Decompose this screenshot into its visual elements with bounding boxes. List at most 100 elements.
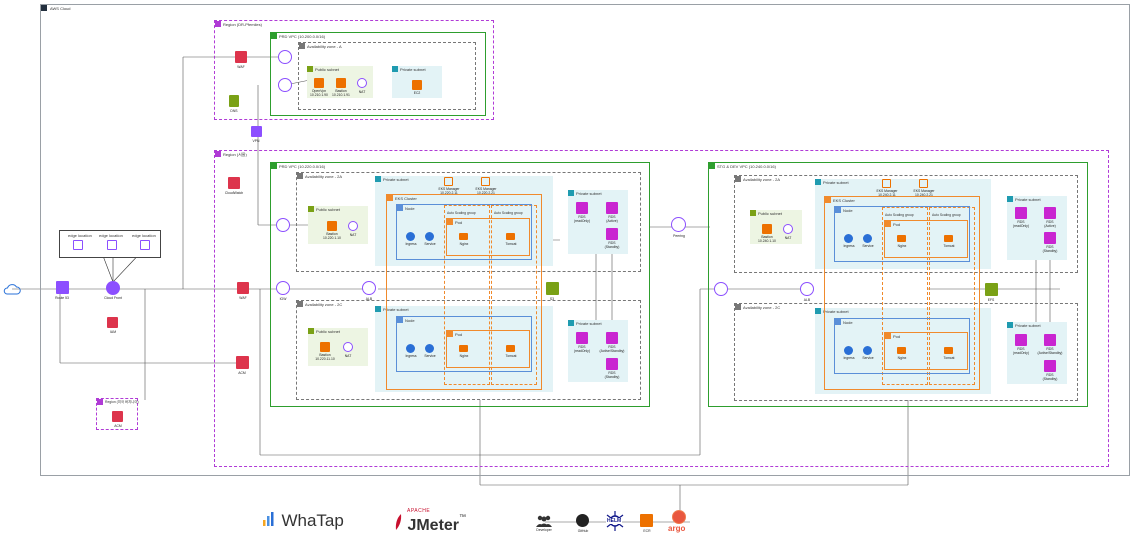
- nginx-prd-a-icon: [459, 233, 468, 240]
- argo-icon: [672, 510, 686, 524]
- rds-readonly-stg-a-label: RDS (readOnly): [1012, 220, 1030, 228]
- tomcat-stg-c-icon: [944, 347, 953, 354]
- az-stg-c-title: Availability zone - 2C: [743, 305, 781, 310]
- rds-readonly-stg-c-label: RDS (readOnly): [1012, 347, 1030, 355]
- cloudwatch-label: CloudWatch: [224, 191, 244, 195]
- db-subnet-prd-a-title: Private subnet: [576, 191, 602, 196]
- az-prd-a-icon: [297, 173, 303, 179]
- service-prd-c-label: Service: [424, 354, 436, 358]
- private-subnet-dr-title: Private subnet: [400, 67, 426, 72]
- public-subnet-stg-icon: [750, 210, 756, 216]
- node-prd-c-icon: [397, 317, 403, 323]
- db-subnet-stg-a-icon: [1007, 196, 1013, 202]
- db-subnet-stg-a-title: Private subnet: [1015, 197, 1041, 202]
- bastion-prd-a-label: Bastion 10.220.1.10: [323, 232, 341, 240]
- whatap-text: WhaTap: [281, 511, 344, 530]
- az-prd-c: Availability zone - 2C: [296, 300, 641, 400]
- nginx-prd-a-label: Nginx: [459, 242, 469, 246]
- nginx-stg-c-icon: [897, 347, 906, 354]
- asg-stg-1: Auto Scaling group: [882, 207, 928, 385]
- jmeter-text: JMeter: [407, 517, 460, 534]
- edge-location-1-label: edge location: [68, 233, 92, 238]
- vpn-gateway-icon: [278, 78, 292, 92]
- az-dr-title: Availability zone - A: [307, 44, 342, 49]
- service-stg-a-icon: [863, 234, 872, 243]
- eks-cluster-stg-title: EKS Cluster: [833, 198, 855, 203]
- rds-readonly-prd-c-icon: [576, 332, 588, 344]
- aws-cloud-icon: [41, 5, 47, 11]
- waf-seoul-label: WAF: [239, 296, 247, 300]
- region-seoul-flag-icon: [215, 151, 221, 157]
- pod-stg-c-icon: [885, 333, 891, 339]
- az-dr-icon: [299, 43, 305, 49]
- pod-stg-c-title: Pod: [893, 334, 901, 339]
- rds-standby-prd-icon: [606, 228, 618, 240]
- asg-prd-2: Auto Scaling group: [491, 205, 537, 385]
- s3-label: S3: [549, 297, 555, 301]
- private-subnet-prd-a-title: Private subnet: [383, 177, 409, 182]
- az-dr: Availability zone - A: [298, 42, 476, 110]
- aws-cloud-title: AWS Cloud: [50, 6, 71, 11]
- az-prd-a-title: Availability zone - 2A: [305, 174, 343, 179]
- github-icon: [576, 514, 589, 527]
- private-subnet-stg-a-icon: [815, 179, 821, 185]
- db-subnet-prd-c: Private subnet: [568, 320, 628, 382]
- asg-stg-2-title: Auto Scaling group: [932, 213, 961, 217]
- bastion-prd-a-icon: [327, 221, 337, 231]
- nat-prd-a-icon: [348, 221, 358, 231]
- vpc-stg: STG & DEV VPC (10.240.0.0/16): [708, 162, 1088, 407]
- private-subnet-prd-c-icon: [375, 306, 381, 312]
- region-seoul: Region (서울): [214, 150, 1109, 467]
- pod-prd-c-icon: [447, 331, 453, 337]
- db-subnet-stg-c-icon: [1007, 322, 1013, 328]
- rds-readonly-stg-a-icon: [1015, 207, 1027, 219]
- rds-active-standby-prd-icon: [606, 332, 618, 344]
- vpc-dr-icon: [271, 33, 277, 39]
- helm-text: HELM: [606, 518, 623, 524]
- service-prd-a-icon: [425, 232, 434, 241]
- edge-location-3-label: edge location: [132, 233, 156, 238]
- bastion-stg-label: Bastion 10.240.1.10: [758, 235, 776, 243]
- az-stg-c: Availability zone - 2C: [734, 303, 1078, 401]
- jmeter-feather-icon: [393, 514, 403, 535]
- ingress-stg-c-icon: [844, 346, 853, 355]
- rds-readonly-prd-c-label: RDS (readOnly): [573, 345, 591, 353]
- rds-standby-stg-c-label: RDS (Standby): [1042, 373, 1058, 381]
- az-stg-c-icon: [735, 304, 741, 310]
- ec2-dr-label: EC2: [413, 91, 421, 95]
- igw-stg-icon: [714, 282, 728, 296]
- rds-active-prd-icon: [606, 202, 618, 214]
- igw-prd-label: IGW: [279, 297, 287, 301]
- private-subnet-prd-c-title: Private subnet: [383, 307, 409, 312]
- tomcat-prd-c-label: Tomcat: [505, 354, 517, 358]
- pod-stg-a-icon: [885, 221, 891, 227]
- az-stg-a: Availability zone - 2A: [734, 175, 1078, 273]
- bastion-stg-icon: [762, 224, 772, 234]
- eks-cluster-prd: EKS Cluster: [386, 194, 542, 390]
- developer-icon: [536, 514, 552, 527]
- rds-active-standby-stg-label: RDS (Active/Standby): [1037, 347, 1063, 355]
- bastion-dr-icon: [336, 78, 346, 88]
- eks-manager-stg-2-icon: [919, 179, 928, 188]
- bastion-dr-label: Bastion 10.210.1.91: [332, 89, 350, 97]
- nat-stg-icon: [783, 224, 793, 234]
- private-subnet-stg-c-icon: [815, 308, 821, 314]
- eks-cluster-prd-title: EKS Cluster: [395, 196, 417, 201]
- vpc-prd-title: PRD VPC (10.220.0.0/16): [279, 164, 326, 169]
- pod-prd-a-title: Pod: [455, 220, 463, 225]
- region-us: Region (미국 버지니아) ACM: [96, 398, 139, 430]
- argo-text: argo: [668, 524, 686, 533]
- cloudwatch-icon: [228, 177, 240, 189]
- asg-prd-2-title: Auto Scaling group: [494, 211, 523, 215]
- public-subnet-prd-a-title: Public subnet: [316, 207, 341, 212]
- acm-icon: [236, 356, 249, 369]
- service-stg-c-label: Service: [862, 356, 874, 360]
- rds-standby-stg-icon: [1044, 232, 1056, 244]
- ec2-dr-icon: [412, 80, 422, 90]
- ecr-label: ECR: [643, 529, 651, 533]
- ingress-prd-c-icon: [406, 344, 415, 353]
- nat-prd-c-icon: [343, 342, 353, 352]
- nginx-stg-c-label: Nginx: [897, 356, 907, 360]
- bastion-prd-c-label: Bastion 10.220.11.10: [315, 353, 335, 361]
- region-us-flag-icon: [97, 399, 103, 405]
